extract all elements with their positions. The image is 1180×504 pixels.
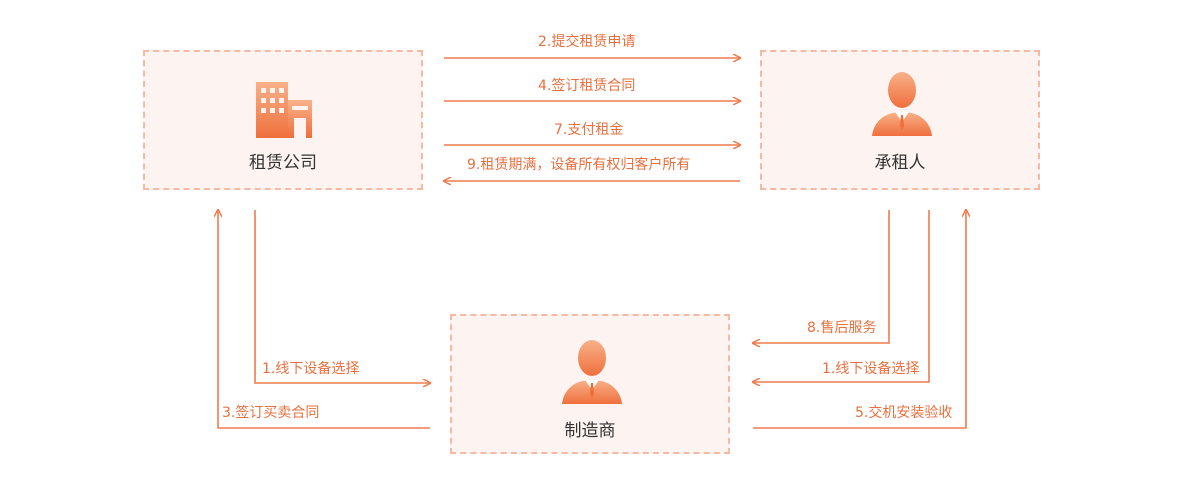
arrow-lessee-equipment-selection: [753, 210, 930, 382]
lessee-node: 承租人: [760, 50, 1040, 190]
person-icon: [872, 72, 932, 136]
leasing-company-label: 租赁公司: [249, 153, 317, 173]
arrow-company-equipment-selection: [254, 210, 430, 383]
label-ownership-transfer: 9.租赁期满，设备所有权归客户所有: [467, 157, 691, 173]
label-company-equipment-selection: 1.线下设备选择: [262, 361, 360, 377]
lessee-label: 承租人: [874, 153, 926, 173]
manufacturer-node: 制造商: [450, 314, 730, 454]
manufacturer-label: 制造商: [564, 421, 616, 441]
label-lessee-equipment-selection: 1.线下设备选择: [822, 361, 920, 377]
label-submit-application: 2.提交租赁申请: [538, 34, 636, 50]
building-icon: [256, 82, 312, 138]
arrow-after-sales-service: [753, 210, 890, 343]
arrow-sign-purchase-contract: [218, 210, 430, 429]
label-pay-rent: 7.支付租金: [554, 122, 624, 138]
arrow-delivery-acceptance: [753, 210, 966, 429]
label-after-sales-service: 8.售后服务: [807, 320, 877, 336]
leasing-company-node: 租赁公司: [143, 50, 423, 190]
person-icon: [562, 340, 622, 404]
label-sign-purchase-contract: 3.签订买卖合同: [222, 405, 320, 421]
label-delivery-acceptance: 5.交机安装验收: [855, 405, 953, 421]
label-sign-lease-contract: 4.签订租赁合同: [538, 78, 636, 94]
